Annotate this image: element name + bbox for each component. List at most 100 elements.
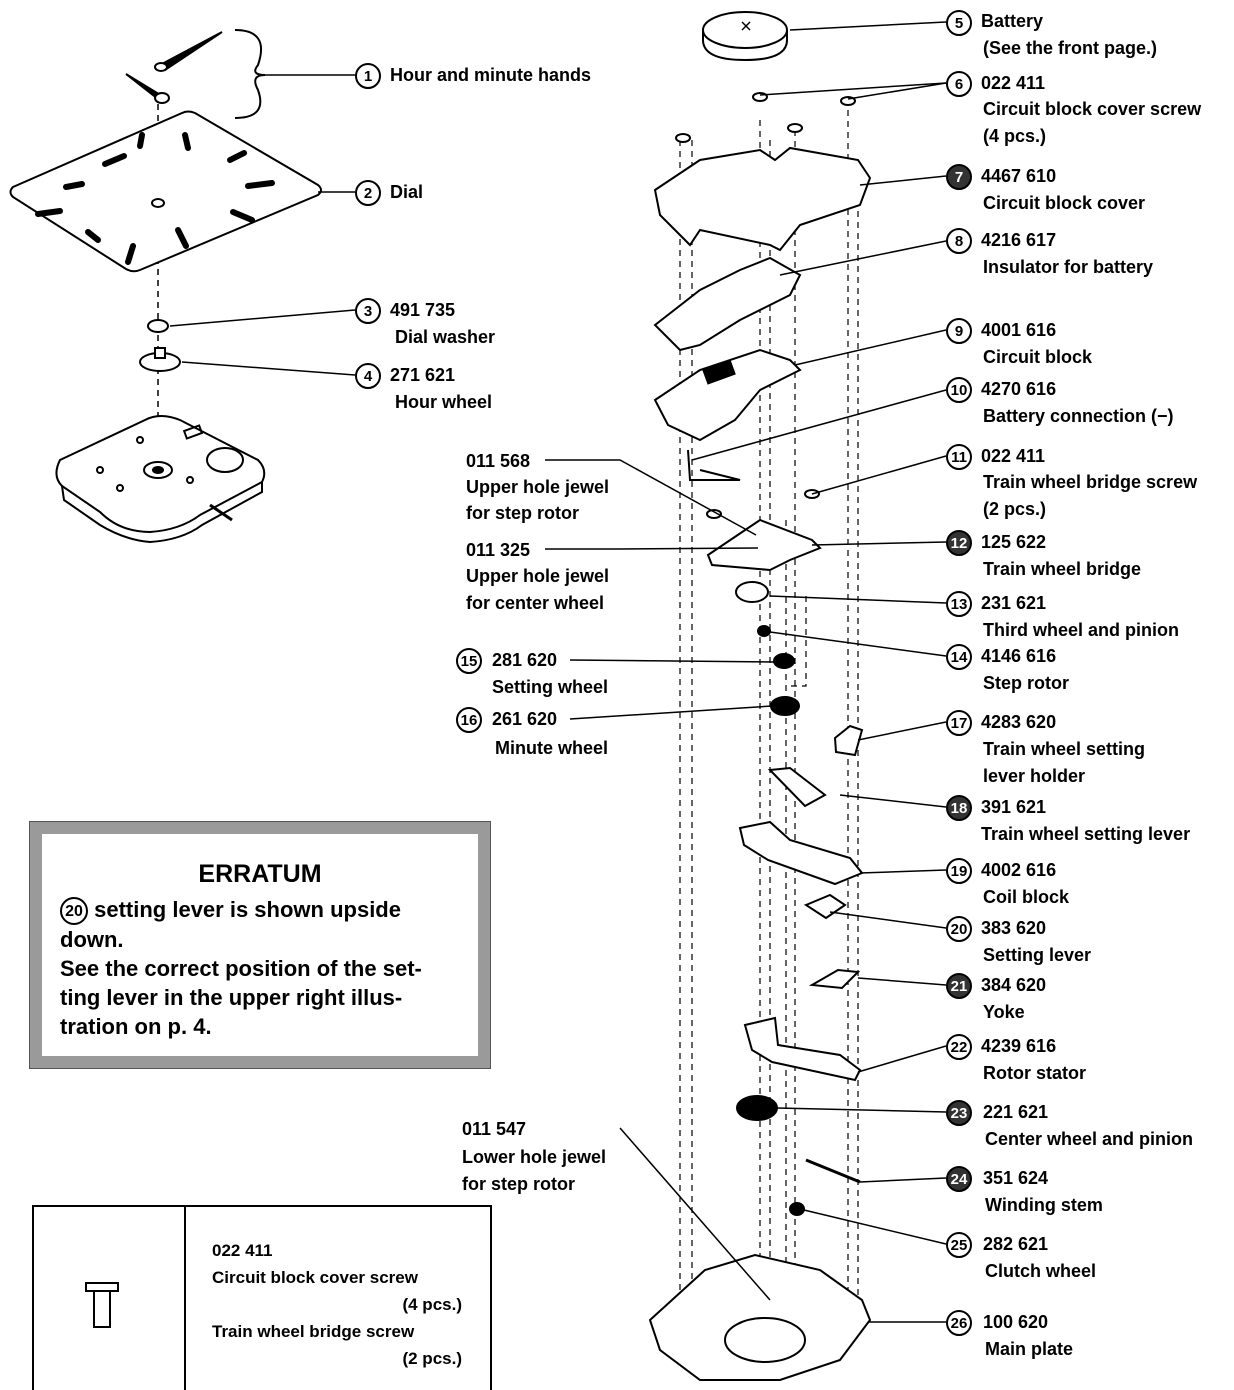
callout-16: 16	[456, 707, 482, 733]
part-11-name: Train wheel bridge screw	[983, 472, 1198, 492]
part-6-name: Circuit block cover screw	[983, 99, 1202, 119]
erratum-line3: See the correct position of the set-	[60, 956, 422, 982]
jewel-1-code: 011 568	[466, 451, 531, 471]
callout-5: 5	[946, 10, 972, 36]
train-wheel-bridge-drawing	[706, 518, 822, 572]
part-23-name: Center wheel and pinion	[985, 1129, 1194, 1149]
callout-9: 9	[946, 318, 972, 344]
minute-wheel-drawing	[770, 696, 800, 716]
callout-21: 21	[946, 973, 972, 999]
screw-table-divider	[184, 1207, 186, 1390]
part-8-name: Insulator for battery	[983, 257, 1154, 277]
callout-4: 4	[355, 363, 381, 389]
part-18-code: 391 621	[981, 797, 1047, 817]
erratum-line2: down.	[60, 927, 124, 953]
callout-17: 17	[946, 710, 972, 736]
callout-18: 18	[946, 795, 972, 821]
part-3-name: Dial washer	[395, 327, 496, 347]
part-15-name: Setting wheel	[492, 677, 609, 697]
part-4-code: 271 621	[390, 365, 456, 385]
callout-3: 3	[355, 298, 381, 324]
callout-7: 7	[946, 164, 972, 190]
circuit-block-cover-drawing	[653, 146, 872, 252]
part-2-name: Dial	[390, 182, 424, 202]
jewel-2-code: 011 325	[466, 540, 531, 560]
callout-11: 11	[946, 444, 972, 470]
jewel-2-line2: for center wheel	[466, 593, 605, 613]
erratum-box: ERRATUM 20 setting lever is shown upside…	[29, 821, 491, 1069]
callout-1: 1	[355, 63, 381, 89]
screw-icon	[85, 1282, 119, 1328]
part-11-code: 022 411	[981, 446, 1046, 466]
part-19-code: 4002 616	[981, 860, 1057, 880]
erratum-ref-20: 20	[60, 897, 88, 926]
callout-6: 6	[946, 71, 972, 97]
screw-line4: (2 pcs.)	[402, 1349, 462, 1368]
third-wheel-drawing	[735, 581, 769, 603]
part-1-name: Hour and minute hands	[390, 65, 592, 85]
rotor-stator-drawing	[743, 1016, 862, 1082]
part-9-code: 4001 616	[981, 320, 1057, 340]
part-14-name: Step rotor	[983, 673, 1070, 693]
dial-washer-drawing	[147, 319, 169, 333]
jewel-3-line2: for step rotor	[462, 1174, 576, 1194]
callout-26: 26	[946, 1310, 972, 1336]
erratum-line4: ting lever in the upper right illus-	[60, 985, 403, 1011]
hour-wheel-drawing	[139, 347, 181, 372]
screw-line3: Train wheel bridge screw	[212, 1322, 415, 1341]
part-18-name: Train wheel setting lever	[981, 824, 1191, 844]
callout-12: 12	[946, 530, 972, 556]
part-13-name: Third wheel and pinion	[983, 620, 1179, 640]
screw-table-text: 022 411 Circuit block cover screw (4 pcs…	[212, 1237, 462, 1372]
part-10-code: 4270 616	[981, 379, 1057, 399]
part-7-name: Circuit block cover	[983, 193, 1146, 213]
part-10-name: Battery connection (−)	[983, 406, 1174, 426]
part-8-code: 4216 617	[981, 230, 1057, 250]
dial-drawing	[9, 110, 322, 273]
part-16-name: Minute wheel	[495, 738, 609, 758]
part-19-name: Coil block	[983, 887, 1070, 907]
part-5-note: (See the front page.)	[983, 38, 1158, 58]
erratum-line5: tration on p. 4.	[60, 1014, 212, 1040]
part-13-code: 231 621	[981, 593, 1047, 613]
screw-code: 022 411	[212, 1241, 273, 1260]
part-4-name: Hour wheel	[395, 392, 493, 412]
callout-25: 25	[946, 1232, 972, 1258]
erratum-line1: 20 setting lever is shown upside	[60, 895, 460, 926]
part-21-code: 384 620	[981, 975, 1047, 995]
part-17-name: Train wheel setting	[983, 739, 1146, 759]
part-22-name: Rotor stator	[983, 1063, 1086, 1083]
part-17-code: 4283 620	[981, 712, 1057, 732]
callout-14: 14	[946, 644, 972, 670]
part-6-code: 022 411	[981, 73, 1046, 93]
callout-15: 15	[456, 648, 482, 674]
part-5-name: Battery	[981, 11, 1044, 31]
part-16-code: 261 620	[492, 709, 558, 729]
part-20-name: Setting lever	[983, 945, 1092, 965]
jewel-3-code: 011 547	[462, 1119, 527, 1139]
screw-line2: (4 pcs.)	[402, 1295, 462, 1314]
callout-13: 13	[946, 591, 972, 617]
erratum-line1-text: setting lever is shown upside	[94, 897, 401, 922]
jewel-1-line1: Upper hole jewel	[466, 477, 610, 497]
part-12-name: Train wheel bridge	[983, 559, 1142, 579]
part-12-code: 125 622	[981, 532, 1047, 552]
callout-22: 22	[946, 1034, 972, 1060]
erratum-title: ERRATUM	[198, 860, 322, 888]
part-6-qty: (4 pcs.)	[983, 126, 1047, 146]
left-movement-drawing	[55, 415, 266, 544]
callout-2: 2	[355, 180, 381, 206]
part-21-name: Yoke	[983, 1002, 1025, 1022]
callout-19: 19	[946, 858, 972, 884]
jewel-3-line1: Lower hole jewel	[462, 1147, 607, 1167]
callout-24: 24	[946, 1166, 972, 1192]
battery-drawing	[702, 11, 788, 62]
part-9-name: Circuit block	[983, 347, 1093, 367]
part-15-code: 281 620	[492, 650, 558, 670]
screw-line1: Circuit block cover screw	[212, 1268, 418, 1287]
part-26-name: Main plate	[985, 1339, 1074, 1359]
part-20-code: 383 620	[981, 918, 1047, 938]
center-wheel-drawing	[736, 1095, 778, 1121]
jewel-2-line1: Upper hole jewel	[466, 566, 610, 586]
